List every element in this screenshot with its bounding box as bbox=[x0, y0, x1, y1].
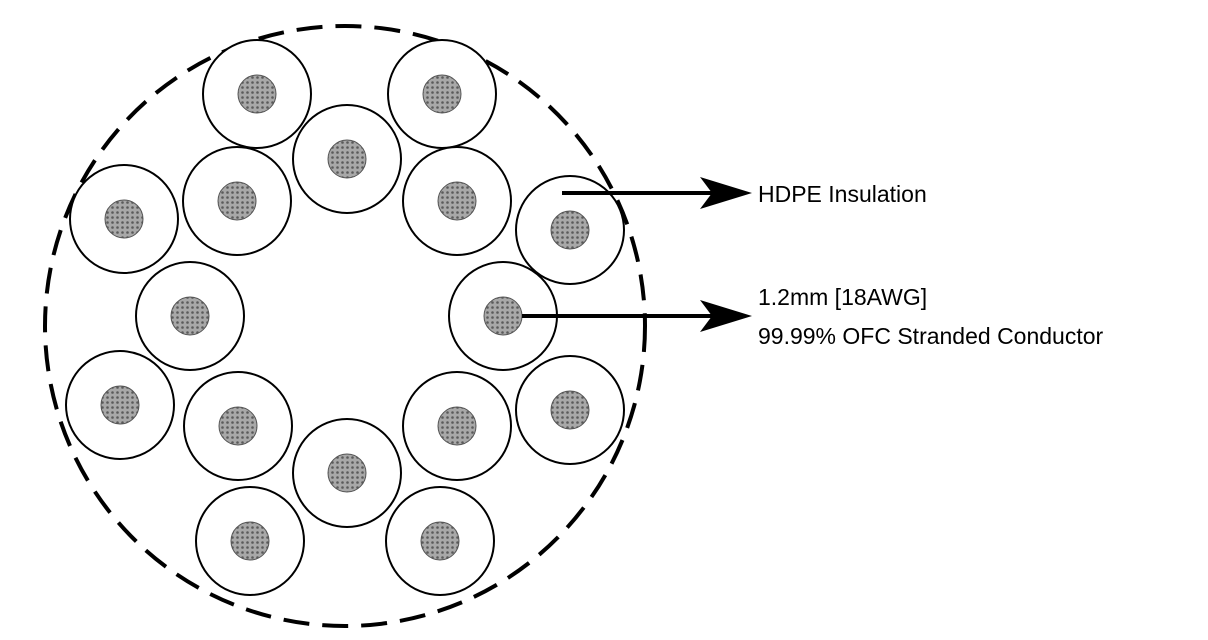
conductor-unit bbox=[515, 355, 625, 465]
conductor-unit bbox=[402, 146, 512, 256]
conductor-unit bbox=[202, 39, 312, 149]
conductor-unit bbox=[69, 164, 179, 274]
outer-jacket-boundary bbox=[43, 24, 647, 628]
conductor-unit bbox=[195, 486, 305, 596]
conductor-unit bbox=[515, 175, 625, 285]
insulation-label: HDPE Insulation bbox=[758, 181, 927, 207]
insulation-callout: HDPE Insulation bbox=[562, 177, 927, 209]
conductor-unit bbox=[135, 261, 245, 371]
conductor-unit bbox=[183, 371, 293, 481]
conductor-unit bbox=[65, 350, 175, 460]
insulation-arrowhead bbox=[700, 177, 752, 209]
conductor-unit bbox=[402, 371, 512, 481]
conductor-unit bbox=[387, 39, 497, 149]
conductor-unit bbox=[448, 261, 558, 371]
conductor-callout: 1.2mm [18AWG] 99.99% OFC Stranded Conduc… bbox=[522, 284, 1104, 349]
conductor-arrowhead bbox=[700, 300, 752, 332]
conductor-unit bbox=[292, 418, 402, 528]
conductor-material-label: 99.99% OFC Stranded Conductor bbox=[758, 323, 1104, 349]
conductor-unit bbox=[385, 486, 495, 596]
conductor-spec-label: 1.2mm [18AWG] bbox=[758, 284, 927, 310]
conductor-unit bbox=[182, 146, 292, 256]
conductor-unit bbox=[292, 104, 402, 214]
conductor-group bbox=[65, 39, 625, 596]
